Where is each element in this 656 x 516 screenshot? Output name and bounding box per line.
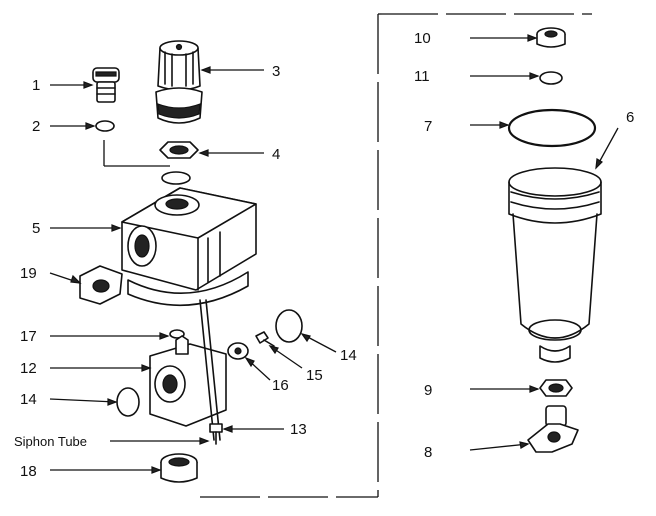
siphon-tube (199, 299, 221, 441)
part-10-plug (536, 27, 566, 48)
callout-4: 4 (272, 146, 280, 163)
callout-18: 18 (20, 463, 37, 480)
callout-14-right: 14 (340, 347, 357, 364)
part-6-filter-bowl (508, 167, 602, 363)
siphon-tube-label: Siphon Tube (14, 434, 87, 449)
callout-15: 15 (306, 367, 323, 384)
callout-3: 3 (272, 63, 280, 80)
part-8-drain-cock (527, 405, 579, 453)
callout-8: 8 (424, 444, 432, 461)
callout-numbers: 1 2 3 4 5 6 7 8 9 10 11 12 13 14 14 15 1… (14, 30, 634, 480)
part-2-o-ring (95, 120, 115, 132)
callout-14-left: 14 (20, 391, 37, 408)
callout-17: 17 (20, 328, 37, 345)
part-11-washer (539, 71, 563, 85)
part-18-drain-nut (160, 453, 198, 483)
leader-lines (49, 34, 619, 474)
callout-9: 9 (424, 382, 432, 399)
callout-2: 2 (32, 118, 40, 135)
part-4-lock-nut (159, 141, 199, 159)
part-7-bowl-o-ring (507, 108, 597, 148)
part-14-o-ring-right (275, 309, 303, 343)
callout-10: 10 (414, 30, 431, 47)
callout-6: 6 (626, 109, 634, 126)
callout-5: 5 (32, 220, 40, 237)
part-9-nut (539, 379, 573, 397)
part-17-o-ring (169, 329, 185, 339)
callout-11: 11 (414, 68, 430, 85)
part-14-o-ring-left (116, 387, 140, 417)
callout-13: 13 (290, 421, 307, 438)
callout-12: 12 (20, 360, 37, 377)
part-3-valve-cap (155, 40, 203, 124)
part-5-regulator-body (121, 171, 257, 307)
callout-1: 1 (32, 77, 40, 94)
callout-19: 19 (20, 265, 37, 282)
callout-16: 16 (272, 377, 289, 394)
part-16-washer (227, 342, 249, 360)
assembly-divider-bracket (200, 13, 592, 498)
part-15-screw (255, 331, 275, 347)
part-13-screw (209, 423, 223, 445)
callout-7: 7 (424, 118, 432, 135)
part-1-plug (92, 67, 120, 103)
part-19-fitting (79, 265, 123, 305)
